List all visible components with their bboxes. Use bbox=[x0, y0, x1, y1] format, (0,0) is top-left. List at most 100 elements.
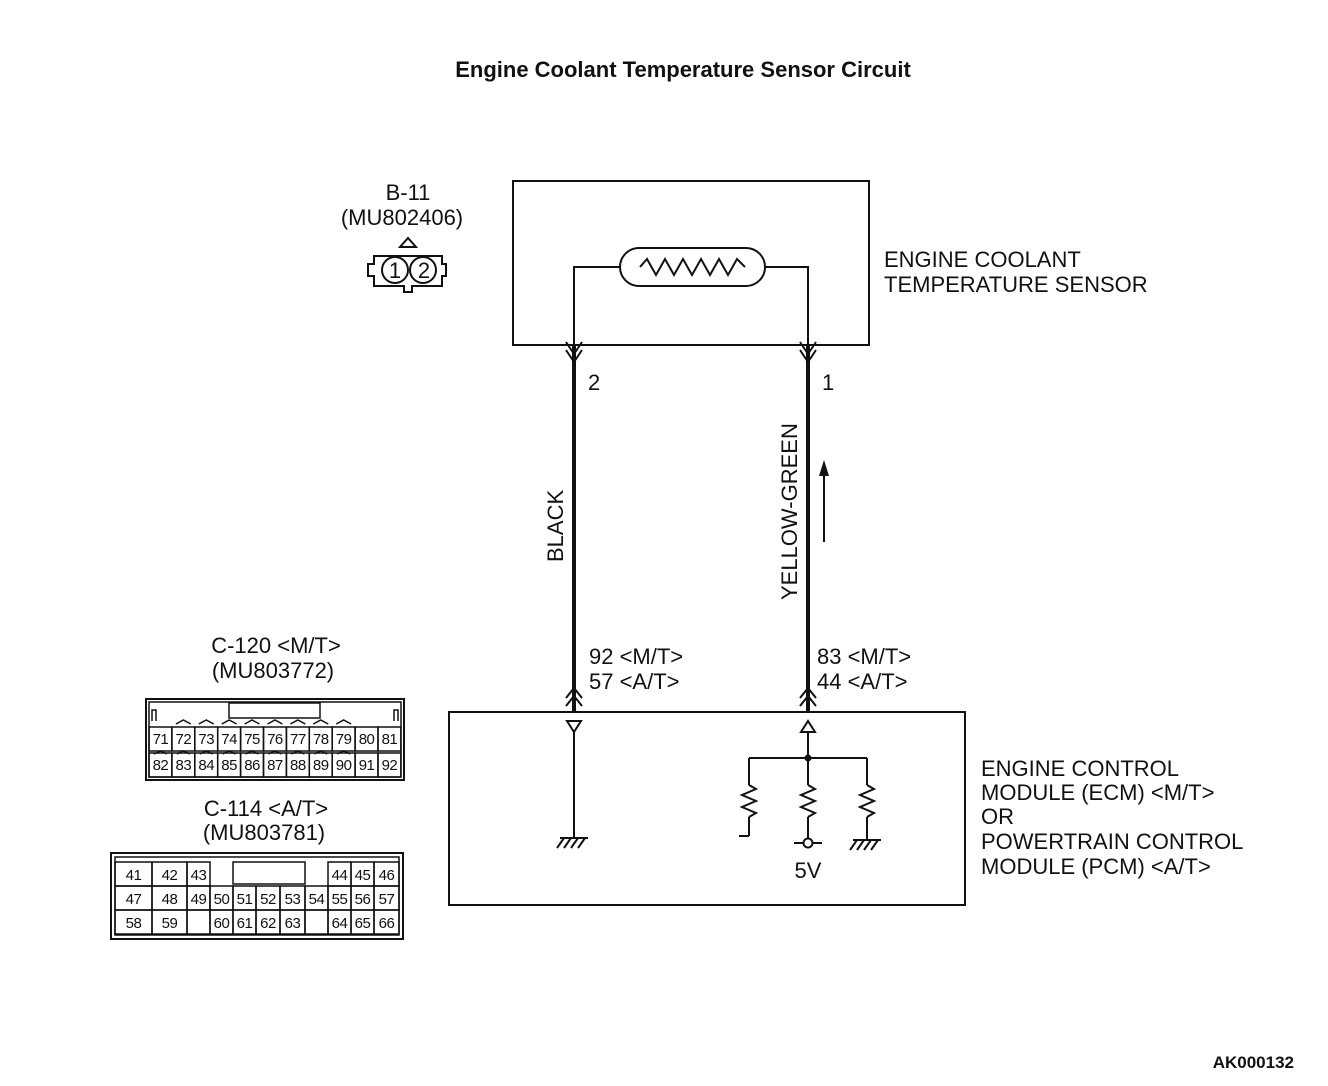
connector-c114-part: (MU803781) bbox=[203, 820, 325, 845]
figure-code: AK000132 bbox=[1213, 1053, 1294, 1072]
connector-pin-number: 81 bbox=[382, 731, 398, 748]
connector-pin-2 bbox=[409, 256, 437, 284]
connector-pin-number: 76 bbox=[267, 731, 283, 748]
connector-c120-name: C-120 <M/T> bbox=[211, 633, 341, 658]
terminal-chevron-icon bbox=[565, 341, 583, 356]
wire-yellow-green-pin: 1 bbox=[822, 370, 834, 395]
connector-pin-number: 42 bbox=[162, 867, 178, 884]
latch-mark bbox=[153, 750, 168, 755]
sensor-internal-lead-left bbox=[573, 266, 620, 345]
terminal-chevron-icon bbox=[799, 694, 817, 707]
connector-pin-number: 45 bbox=[355, 867, 371, 884]
connector-pin-number: 56 bbox=[355, 891, 371, 908]
terminal-chevron-icon bbox=[565, 694, 583, 707]
sensor-label-line1: ENGINE COOLANT bbox=[884, 247, 1081, 272]
connector-b11-part: (MU802406) bbox=[341, 205, 463, 230]
connector-pin-number: 49 bbox=[191, 891, 207, 908]
ecm-pin-black-at: 57 <A/T> bbox=[589, 669, 680, 694]
terminal-chevron-icon bbox=[565, 349, 583, 364]
connector-pin-number: 54 bbox=[309, 891, 325, 908]
latch-mark bbox=[221, 719, 237, 725]
latch-mark bbox=[199, 750, 214, 755]
ecm-label-line5: MODULE (PCM) <A/T> bbox=[981, 854, 1211, 879]
connector-pin-1-label: 1 bbox=[389, 258, 401, 283]
connector-pin-2-label: 2 bbox=[418, 258, 430, 283]
connector-pin-cell bbox=[373, 909, 400, 935]
connector-pin-number: 83 bbox=[176, 757, 192, 774]
connector-pin-number: 86 bbox=[244, 757, 260, 774]
connector-pin-cell bbox=[304, 909, 329, 935]
connector-pin-cell bbox=[377, 726, 402, 752]
connector-pin-number: 59 bbox=[162, 915, 178, 932]
latch-mark bbox=[312, 719, 329, 725]
latch-mark bbox=[336, 750, 351, 755]
connector-housing-icon bbox=[367, 255, 447, 293]
sensor-box bbox=[512, 180, 870, 346]
connector-pin-number: 90 bbox=[336, 757, 352, 774]
terminal-chevron-icon bbox=[799, 686, 817, 699]
ecm-box bbox=[448, 711, 966, 906]
connector-pin-number: 87 bbox=[267, 757, 283, 774]
latch-mark bbox=[291, 750, 305, 755]
connector-pin-number: 50 bbox=[214, 891, 230, 908]
ecm-label-line4: POWERTRAIN CONTROL bbox=[981, 829, 1243, 854]
ecm-label-line1: ENGINE CONTROL bbox=[981, 756, 1179, 781]
ground-icon bbox=[556, 837, 588, 849]
connector-pin-number: 66 bbox=[379, 915, 395, 932]
ecm-pin-yg-at: 44 <A/T> bbox=[817, 669, 908, 694]
connector-pin-cell bbox=[186, 909, 211, 935]
latch-mark bbox=[335, 719, 352, 725]
connector-pin-number: 63 bbox=[285, 915, 301, 932]
latch-mark bbox=[244, 719, 260, 725]
input-terminal-icon bbox=[799, 719, 817, 733]
input-terminal-icon bbox=[565, 720, 583, 734]
resistor-icon bbox=[739, 758, 759, 837]
connector-pin-cell bbox=[377, 752, 402, 778]
connector-pin-number: 46 bbox=[379, 867, 395, 884]
connector-c120-part: (MU803772) bbox=[212, 658, 334, 683]
connector-pin-number: 73 bbox=[198, 731, 214, 748]
connector-pin-number: 65 bbox=[355, 915, 371, 932]
latch-mark bbox=[268, 750, 282, 755]
connector-pin-number: 51 bbox=[237, 891, 253, 908]
connector-pin-number: 71 bbox=[153, 731, 169, 748]
resistor-icon bbox=[857, 758, 877, 840]
ecm-label-line2: MODULE (ECM) <M/T> bbox=[981, 780, 1214, 805]
connector-pin-number: 43 bbox=[191, 867, 207, 884]
connector-pin-number: 79 bbox=[336, 731, 352, 748]
connector-c114-name: C-114 <A/T> bbox=[204, 796, 328, 821]
connector-pin-number: 92 bbox=[382, 757, 398, 774]
connector-pin-number: 58 bbox=[126, 915, 142, 932]
connector-pin-number: 72 bbox=[176, 731, 192, 748]
latch-mark bbox=[198, 719, 215, 725]
connector-pin-number: 62 bbox=[260, 915, 276, 932]
connector-pin-number: 91 bbox=[359, 757, 375, 774]
sensor-label-line2: TEMPERATURE SENSOR bbox=[884, 272, 1148, 297]
connector-pin-number: 78 bbox=[313, 731, 329, 748]
connector-pin-number: 77 bbox=[290, 731, 306, 748]
connector-latch-icon bbox=[397, 236, 419, 248]
connector-pin-number: 74 bbox=[221, 731, 237, 748]
latch-mark bbox=[267, 719, 283, 725]
connector-pin-number: 80 bbox=[359, 731, 375, 748]
terminal-chevron-icon bbox=[565, 686, 583, 699]
wire-black-color-label: BLACK bbox=[543, 490, 568, 562]
latch-mark bbox=[176, 750, 191, 755]
connector-pin-number: 82 bbox=[153, 757, 169, 774]
supply-voltage-label: 5V bbox=[795, 858, 822, 883]
latch-mark bbox=[222, 750, 236, 755]
terminal-chevron-icon bbox=[799, 341, 817, 356]
sensor-connector-b11: B-11 (MU802406) 1 2 bbox=[341, 180, 463, 293]
arrow-up-icon bbox=[819, 460, 829, 542]
connector-pin-number: 55 bbox=[332, 891, 348, 908]
connector-pin-number: 52 bbox=[260, 891, 276, 908]
wire-yellow-green-color-label: YELLOW-GREEN bbox=[777, 423, 802, 600]
latch-mark bbox=[313, 750, 328, 755]
connector-pin-number: 47 bbox=[126, 891, 142, 908]
wire-black-pin: 2 bbox=[588, 370, 600, 395]
ecm-pin-yg-mt: 83 <M/T> bbox=[817, 644, 911, 669]
latch-mark bbox=[290, 719, 306, 725]
ground-icon bbox=[849, 839, 881, 851]
